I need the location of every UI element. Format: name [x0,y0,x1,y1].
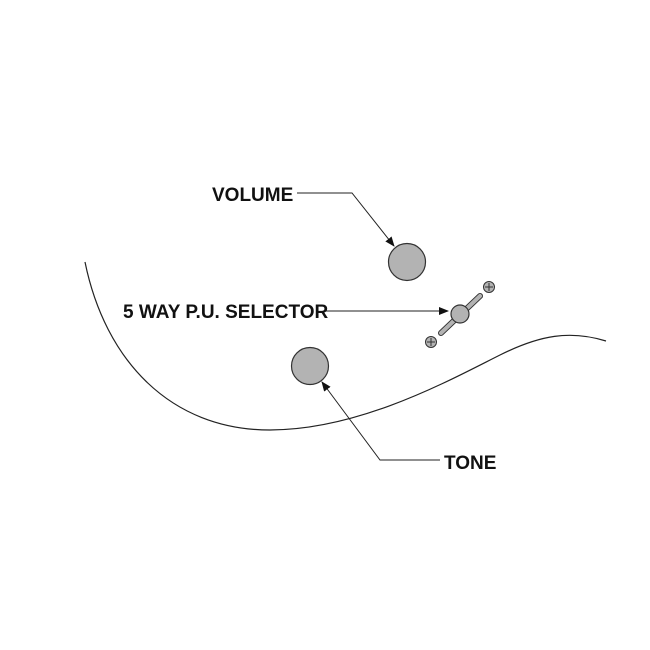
tone-knob [290,346,330,386]
screw-icon [425,336,437,348]
screw-icon [483,281,495,293]
volume-label: VOLUME [212,185,293,206]
selector-label: 5 WAY P.U. SELECTOR [123,302,328,323]
volume-leader [297,192,395,247]
body-outline [84,261,607,431]
volume-knob [387,242,427,282]
tone-leader [321,381,440,461]
tone-label: TONE [444,453,496,474]
pickup-selector-switch [438,293,483,336]
